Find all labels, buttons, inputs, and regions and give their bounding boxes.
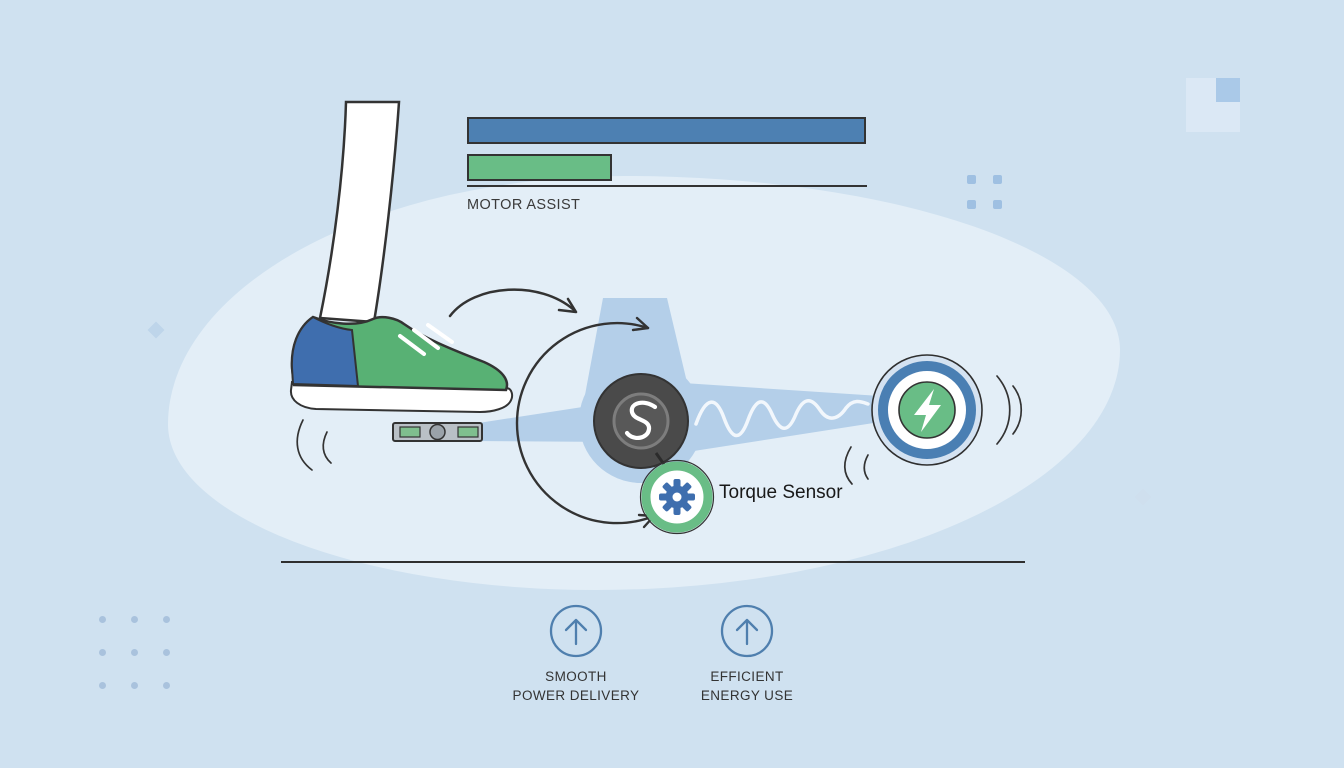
deco-dot xyxy=(99,616,106,623)
chart-baseline xyxy=(467,185,867,187)
feature-line1: EFFICIENT xyxy=(710,669,784,684)
divider-line xyxy=(281,561,1025,563)
deco-dot xyxy=(163,616,170,623)
deco-diamond xyxy=(1134,488,1152,506)
feature-line1: SMOOTH xyxy=(545,669,607,684)
deco-dot xyxy=(993,175,1002,184)
background-blob xyxy=(168,176,1120,590)
feature-label: EFFICIENT ENERGY USE xyxy=(657,667,837,705)
deco-square-small xyxy=(1216,78,1240,102)
deco-dot xyxy=(99,682,106,689)
feature-smooth-power: SMOOTH POWER DELIVERY xyxy=(486,604,666,705)
input-power-bar xyxy=(467,117,866,144)
feature-line2: ENERGY USE xyxy=(700,688,794,703)
motor-assist-bar xyxy=(467,154,612,181)
deco-dot xyxy=(163,682,170,689)
deco-dot xyxy=(99,649,106,656)
deco-diamond xyxy=(147,321,165,339)
deco-dot xyxy=(131,682,138,689)
torque-sensor-label: Torque Sensor xyxy=(719,482,843,503)
deco-dot xyxy=(131,616,138,623)
deco-dot xyxy=(163,649,170,656)
up-arrow-icon xyxy=(549,604,603,658)
feature-line2: POWER DELIVERY xyxy=(512,688,640,703)
feature-label: SMOOTH POWER DELIVERY xyxy=(486,667,666,705)
deco-dot xyxy=(967,200,976,209)
deco-dot xyxy=(993,200,1002,209)
feature-efficient-energy: EFFICIENT ENERGY USE xyxy=(657,604,837,705)
motor-assist-label: MOTOR ASSIST xyxy=(467,197,581,213)
up-arrow-icon xyxy=(720,604,774,658)
deco-dot xyxy=(131,649,138,656)
deco-dot xyxy=(967,175,976,184)
